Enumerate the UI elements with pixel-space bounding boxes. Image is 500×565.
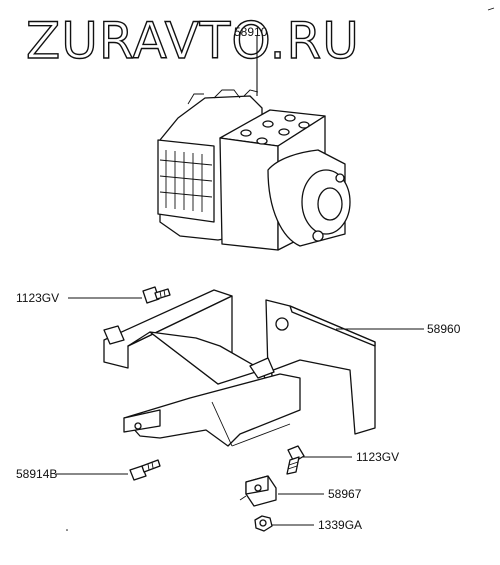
clip: [239, 475, 277, 507]
callout-58960: 58960: [427, 322, 461, 336]
bracket: [103, 289, 376, 447]
bolt-lower-right: [286, 445, 305, 475]
leader-lines: [56, 36, 424, 526]
callout-1339ga: 1339GA: [318, 518, 362, 532]
callout-58910: 58910: [234, 25, 268, 39]
hcu-unit: [157, 89, 351, 251]
scan-dot: [66, 529, 68, 531]
scan-mark: [487, 7, 495, 11]
callout-58914b: 58914B: [16, 467, 57, 481]
callout-58967: 58967: [328, 487, 362, 501]
bolt-lower-left: [129, 459, 161, 481]
nut: [254, 515, 273, 532]
callout-1123gv-lower: 1123GV: [356, 450, 399, 464]
bolt-upper-left: [142, 286, 171, 304]
watermark-text: ZURAVTO.RU: [26, 12, 360, 70]
callout-1123gv-upper: 1123GV: [16, 291, 59, 305]
